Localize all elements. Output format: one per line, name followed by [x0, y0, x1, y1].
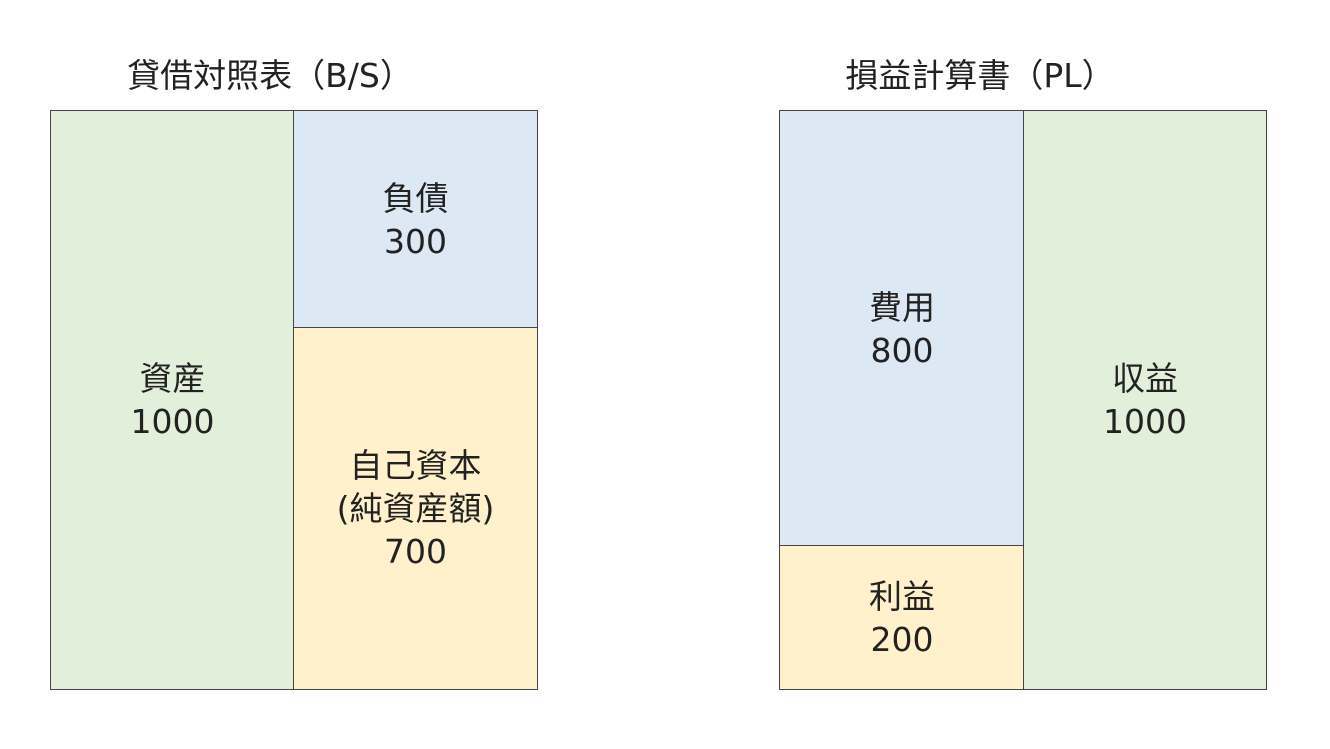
profit-block: 利益 200: [779, 545, 1025, 690]
equity-label-group: 自己資本 (純資産額) 700: [337, 444, 495, 573]
expenses-value: 800: [870, 330, 934, 370]
revenue-block: 収益 1000: [1023, 110, 1267, 690]
revenue-label: 収益: [1111, 359, 1178, 398]
equity-label: 自己資本: [349, 446, 482, 485]
profit-label-group: 利益 200: [869, 575, 935, 661]
profit-value: 200: [870, 619, 934, 659]
liabilities-label: 負債: [382, 178, 449, 218]
assets-label-group: 資産 1000: [131, 357, 215, 443]
expenses-block: 費用 800: [779, 110, 1025, 547]
income-statement-title: 損益計算書（PL）: [845, 56, 1115, 95]
assets-value: 1000: [130, 402, 215, 441]
balance-sheet-title: 貸借対照表（B/S）: [127, 56, 413, 95]
liabilities-value: 300: [384, 221, 447, 261]
assets-label: 資産: [139, 359, 206, 398]
revenue-label-group: 収益 1000: [1103, 357, 1187, 443]
equity-value: 700: [384, 532, 447, 571]
equity-block: 自己資本 (純資産額) 700: [293, 327, 538, 690]
expenses-label-group: 費用 800: [869, 286, 935, 372]
revenue-value: 1000: [1103, 402, 1187, 441]
assets-block: 資産 1000: [50, 110, 295, 690]
liabilities-label-group: 負債 300: [383, 177, 449, 263]
profit-label: 利益: [869, 576, 935, 616]
expenses-label: 費用: [869, 287, 935, 327]
equity-sublabel: (純資産額): [336, 489, 495, 528]
liabilities-block: 負債 300: [293, 110, 538, 329]
